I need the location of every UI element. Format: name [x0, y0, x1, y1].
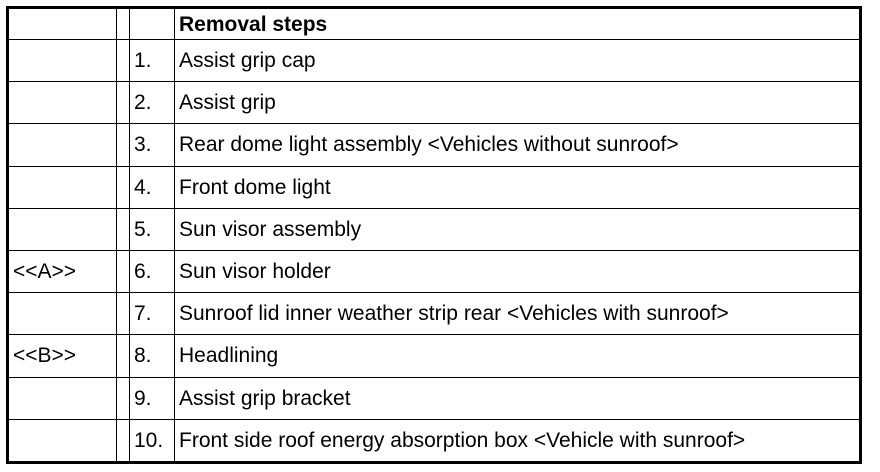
table-row: 2. Assist grip [7, 81, 861, 125]
step-ref [7, 376, 117, 420]
table-row: <<A>> 6. Sun visor holder [7, 249, 861, 294]
step-ref [7, 292, 117, 336]
table-row: 7. Sunroof lid inner weather strip rear … [7, 292, 861, 336]
step-description: Front dome light [174, 165, 861, 209]
step-number: 5. [129, 207, 175, 251]
step-number: 7. [129, 292, 175, 336]
table-row: 10. Front side roof energy absorption bo… [7, 418, 861, 464]
step-description: Assist grip cap [174, 38, 861, 83]
header-gap-cell [116, 7, 130, 40]
step-description: Sun visor holder [174, 249, 861, 294]
table-header-row: Removal steps [7, 7, 861, 40]
gap-cell [116, 165, 130, 209]
step-description: Sunroof lid inner weather strip rear <Ve… [174, 292, 861, 336]
step-description: Rear dome light assembly <Vehicles witho… [174, 123, 861, 167]
step-ref [7, 207, 117, 251]
step-number: 8. [129, 334, 175, 378]
table-row: 4. Front dome light [7, 165, 861, 209]
removal-steps-table: Removal steps 1. Assist grip cap 2. Assi… [6, 6, 862, 464]
step-ref [7, 165, 117, 209]
step-ref: <<B>> [7, 334, 117, 378]
step-ref [7, 418, 117, 464]
header-ref-cell [7, 7, 117, 40]
step-number: 10. [129, 418, 175, 464]
step-description: Front side roof energy absorption box <V… [174, 418, 861, 464]
step-ref [7, 38, 117, 83]
step-ref [7, 81, 117, 125]
header-num-cell [129, 7, 175, 40]
step-description: Assist grip bracket [174, 376, 861, 420]
gap-cell [116, 81, 130, 125]
gap-cell [116, 334, 130, 378]
step-number: 4. [129, 165, 175, 209]
step-description: Headlining [174, 334, 861, 378]
table-row: 1. Assist grip cap [7, 38, 861, 83]
gap-cell [116, 207, 130, 251]
gap-cell [116, 249, 130, 294]
step-description: Assist grip [174, 81, 861, 125]
step-description: Sun visor assembly [174, 207, 861, 251]
step-number: 2. [129, 81, 175, 125]
table-row: 3. Rear dome light assembly <Vehicles wi… [7, 123, 861, 167]
step-number: 3. [129, 123, 175, 167]
step-number: 9. [129, 376, 175, 420]
gap-cell [116, 38, 130, 83]
header-title: Removal steps [174, 7, 861, 40]
step-ref: <<A>> [7, 249, 117, 294]
table-row: 9. Assist grip bracket [7, 376, 861, 420]
step-number: 6. [129, 249, 175, 294]
step-number: 1. [129, 38, 175, 83]
table-row: 5. Sun visor assembly [7, 207, 861, 251]
step-ref [7, 123, 117, 167]
gap-cell [116, 376, 130, 420]
table-row: <<B>> 8. Headlining [7, 334, 861, 378]
gap-cell [116, 292, 130, 336]
gap-cell [116, 123, 130, 167]
gap-cell [116, 418, 130, 464]
